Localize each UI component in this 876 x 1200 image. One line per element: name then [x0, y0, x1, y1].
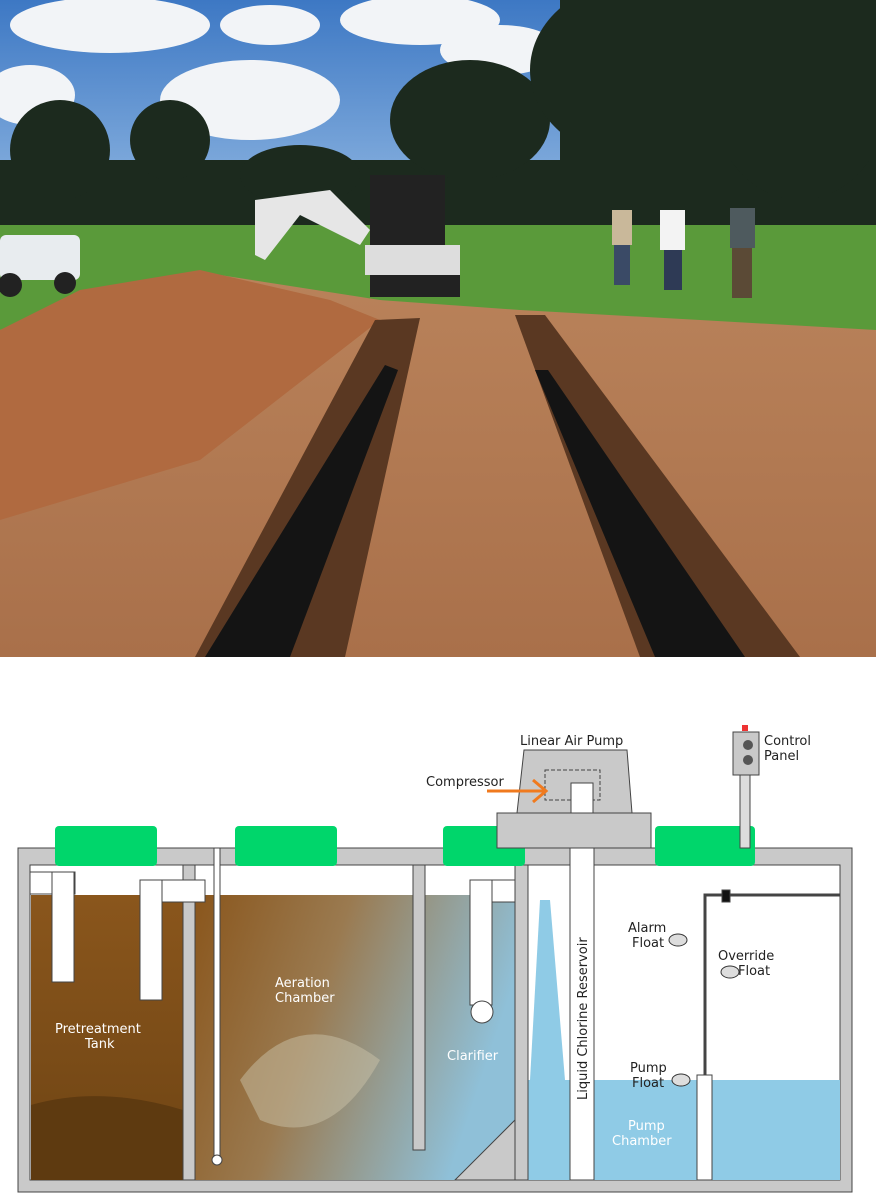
- pickup-truck: [0, 235, 80, 297]
- wall: [514, 864, 529, 1181]
- compressor-arrow: [487, 778, 549, 804]
- floats: [668, 933, 740, 1087]
- dirt-mound: [0, 270, 380, 520]
- site-photo: [0, 0, 876, 657]
- label-linear-air-pump: Linear Air Pump: [520, 734, 623, 749]
- label-compressor: Compressor: [426, 775, 505, 790]
- control-panel-post: [739, 774, 751, 849]
- excavator: [255, 175, 460, 297]
- baffle: [412, 864, 426, 1151]
- aeration-liquid: [195, 895, 515, 1180]
- control-panel-box: [732, 731, 760, 776]
- people: [612, 208, 755, 298]
- risers: [55, 826, 755, 866]
- left-pipe: [205, 365, 398, 657]
- right-trench: [515, 315, 800, 657]
- right-pipe: [535, 370, 745, 657]
- riser: [55, 826, 157, 866]
- riser: [235, 826, 337, 866]
- label-chlorine-reservoir: Liquid Chlorine Reservoir: [576, 937, 591, 1100]
- label-clarifier: Clarifier: [447, 1049, 499, 1064]
- compressor-outline: [544, 769, 601, 801]
- riser: [655, 826, 755, 866]
- wall: [182, 864, 196, 1181]
- pipes: [29, 789, 840, 1181]
- alarm-light: [742, 725, 748, 731]
- air-pump-base: [496, 812, 652, 849]
